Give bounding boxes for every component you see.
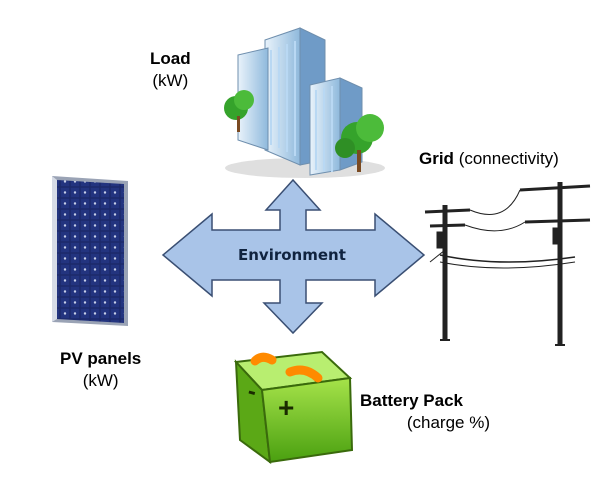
load-unit: (kW) [152, 71, 189, 90]
solar-panel-icon [52, 176, 128, 326]
environment-label: Environment [238, 246, 346, 264]
grid-sub: (connectivity) [458, 149, 559, 168]
grid-title: Grid [419, 149, 454, 168]
battery-unit: (charge %) [406, 413, 490, 432]
pv-label: PV panels (kW) [60, 348, 141, 392]
grid-label: Grid (connectivity) [419, 148, 559, 170]
load-title: Load [150, 49, 191, 68]
pv-title: PV panels [60, 349, 142, 368]
battery-plus: + [278, 392, 295, 423]
pv-unit: (kW) [82, 371, 119, 390]
four-way-arrow-icon [161, 178, 426, 335]
battery-icon [233, 350, 354, 465]
battery-label: Battery Pack (charge %) [360, 390, 500, 434]
power-pole-icon [424, 182, 591, 346]
battery-title: Battery Pack [360, 391, 464, 410]
load-label: Load (kW) [150, 48, 191, 92]
building-icon [224, 27, 385, 178]
